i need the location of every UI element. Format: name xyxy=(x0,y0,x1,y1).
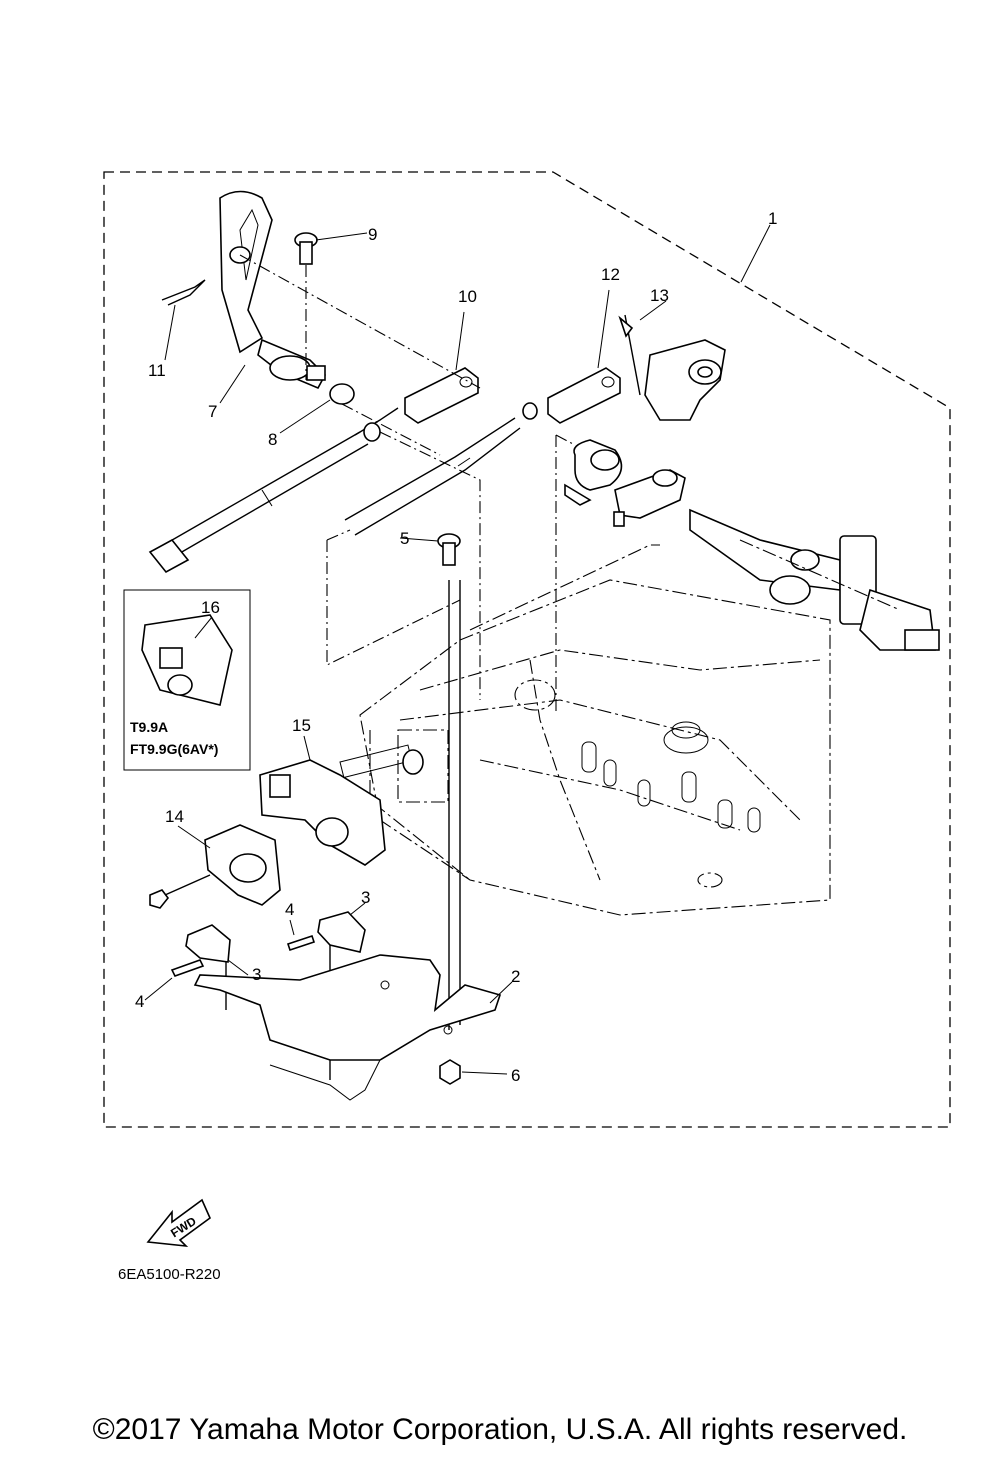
callout-1: 1 xyxy=(768,209,777,228)
diagram-code: 6EA5100-R220 xyxy=(118,1266,221,1283)
assembly-guide-lines xyxy=(225,254,576,1080)
callout-14: 14 xyxy=(165,807,184,826)
clamp-3b xyxy=(185,924,231,963)
callout-9: 9 xyxy=(368,225,377,244)
callout-3a: 3 xyxy=(361,888,370,907)
fwd-arrow-icon: FWD xyxy=(146,1198,211,1248)
variant-line-2: FT9.9G(6AV*) xyxy=(130,741,219,757)
callout-4b: 4 xyxy=(135,992,144,1011)
oring-8 xyxy=(329,383,355,405)
callout-15: 15 xyxy=(292,716,311,735)
shift-cables xyxy=(148,402,538,574)
variant-inset xyxy=(123,589,251,771)
variant-label: T9.9A FT9.9G(6AV*) xyxy=(130,716,218,760)
copyright-notice: ©2017 Yamaha Motor Corporation, U.S.A. A… xyxy=(92,1413,908,1446)
callout-labels: 1 2 3 3 4 4 5 6 7 8 9 10 11 12 13 14 15 … xyxy=(135,209,777,1085)
shift-shaft-assembly xyxy=(689,508,940,651)
assembly-boundary xyxy=(103,171,951,1128)
bottom-bracket-2 xyxy=(193,954,502,1101)
bolt-5 xyxy=(437,533,461,566)
callout-2: 2 xyxy=(511,967,520,986)
cable-joint-12 xyxy=(547,367,621,424)
plate-14 xyxy=(149,824,281,909)
nut-6 xyxy=(439,1059,461,1085)
shift-lever-7 xyxy=(219,190,326,390)
callout-7: 7 xyxy=(208,402,217,421)
callout-12: 12 xyxy=(601,265,620,284)
callout-4a: 4 xyxy=(285,900,294,919)
callout-11: 11 xyxy=(148,361,166,380)
callout-3b: 3 xyxy=(252,965,261,984)
callout-5: 5 xyxy=(400,529,409,548)
clamp-3a xyxy=(317,911,366,953)
leader-lines xyxy=(144,224,771,1075)
bolt-9 xyxy=(294,232,318,265)
callout-8: 8 xyxy=(268,430,277,449)
engine-block-outline xyxy=(359,544,831,916)
pin-4b xyxy=(170,959,205,977)
shift-lever-13 xyxy=(618,314,726,421)
bracket-15 xyxy=(259,744,424,866)
clip-11 xyxy=(161,279,206,306)
callout-13: 13 xyxy=(650,286,669,305)
callout-10: 10 xyxy=(458,287,477,306)
callout-16: 16 xyxy=(201,598,220,617)
pin-4a xyxy=(286,934,316,952)
cable-joint-10 xyxy=(404,367,479,424)
collar-parts xyxy=(564,439,686,527)
variant-line-1: T9.9A xyxy=(130,719,169,735)
callout-6: 6 xyxy=(511,1066,520,1085)
